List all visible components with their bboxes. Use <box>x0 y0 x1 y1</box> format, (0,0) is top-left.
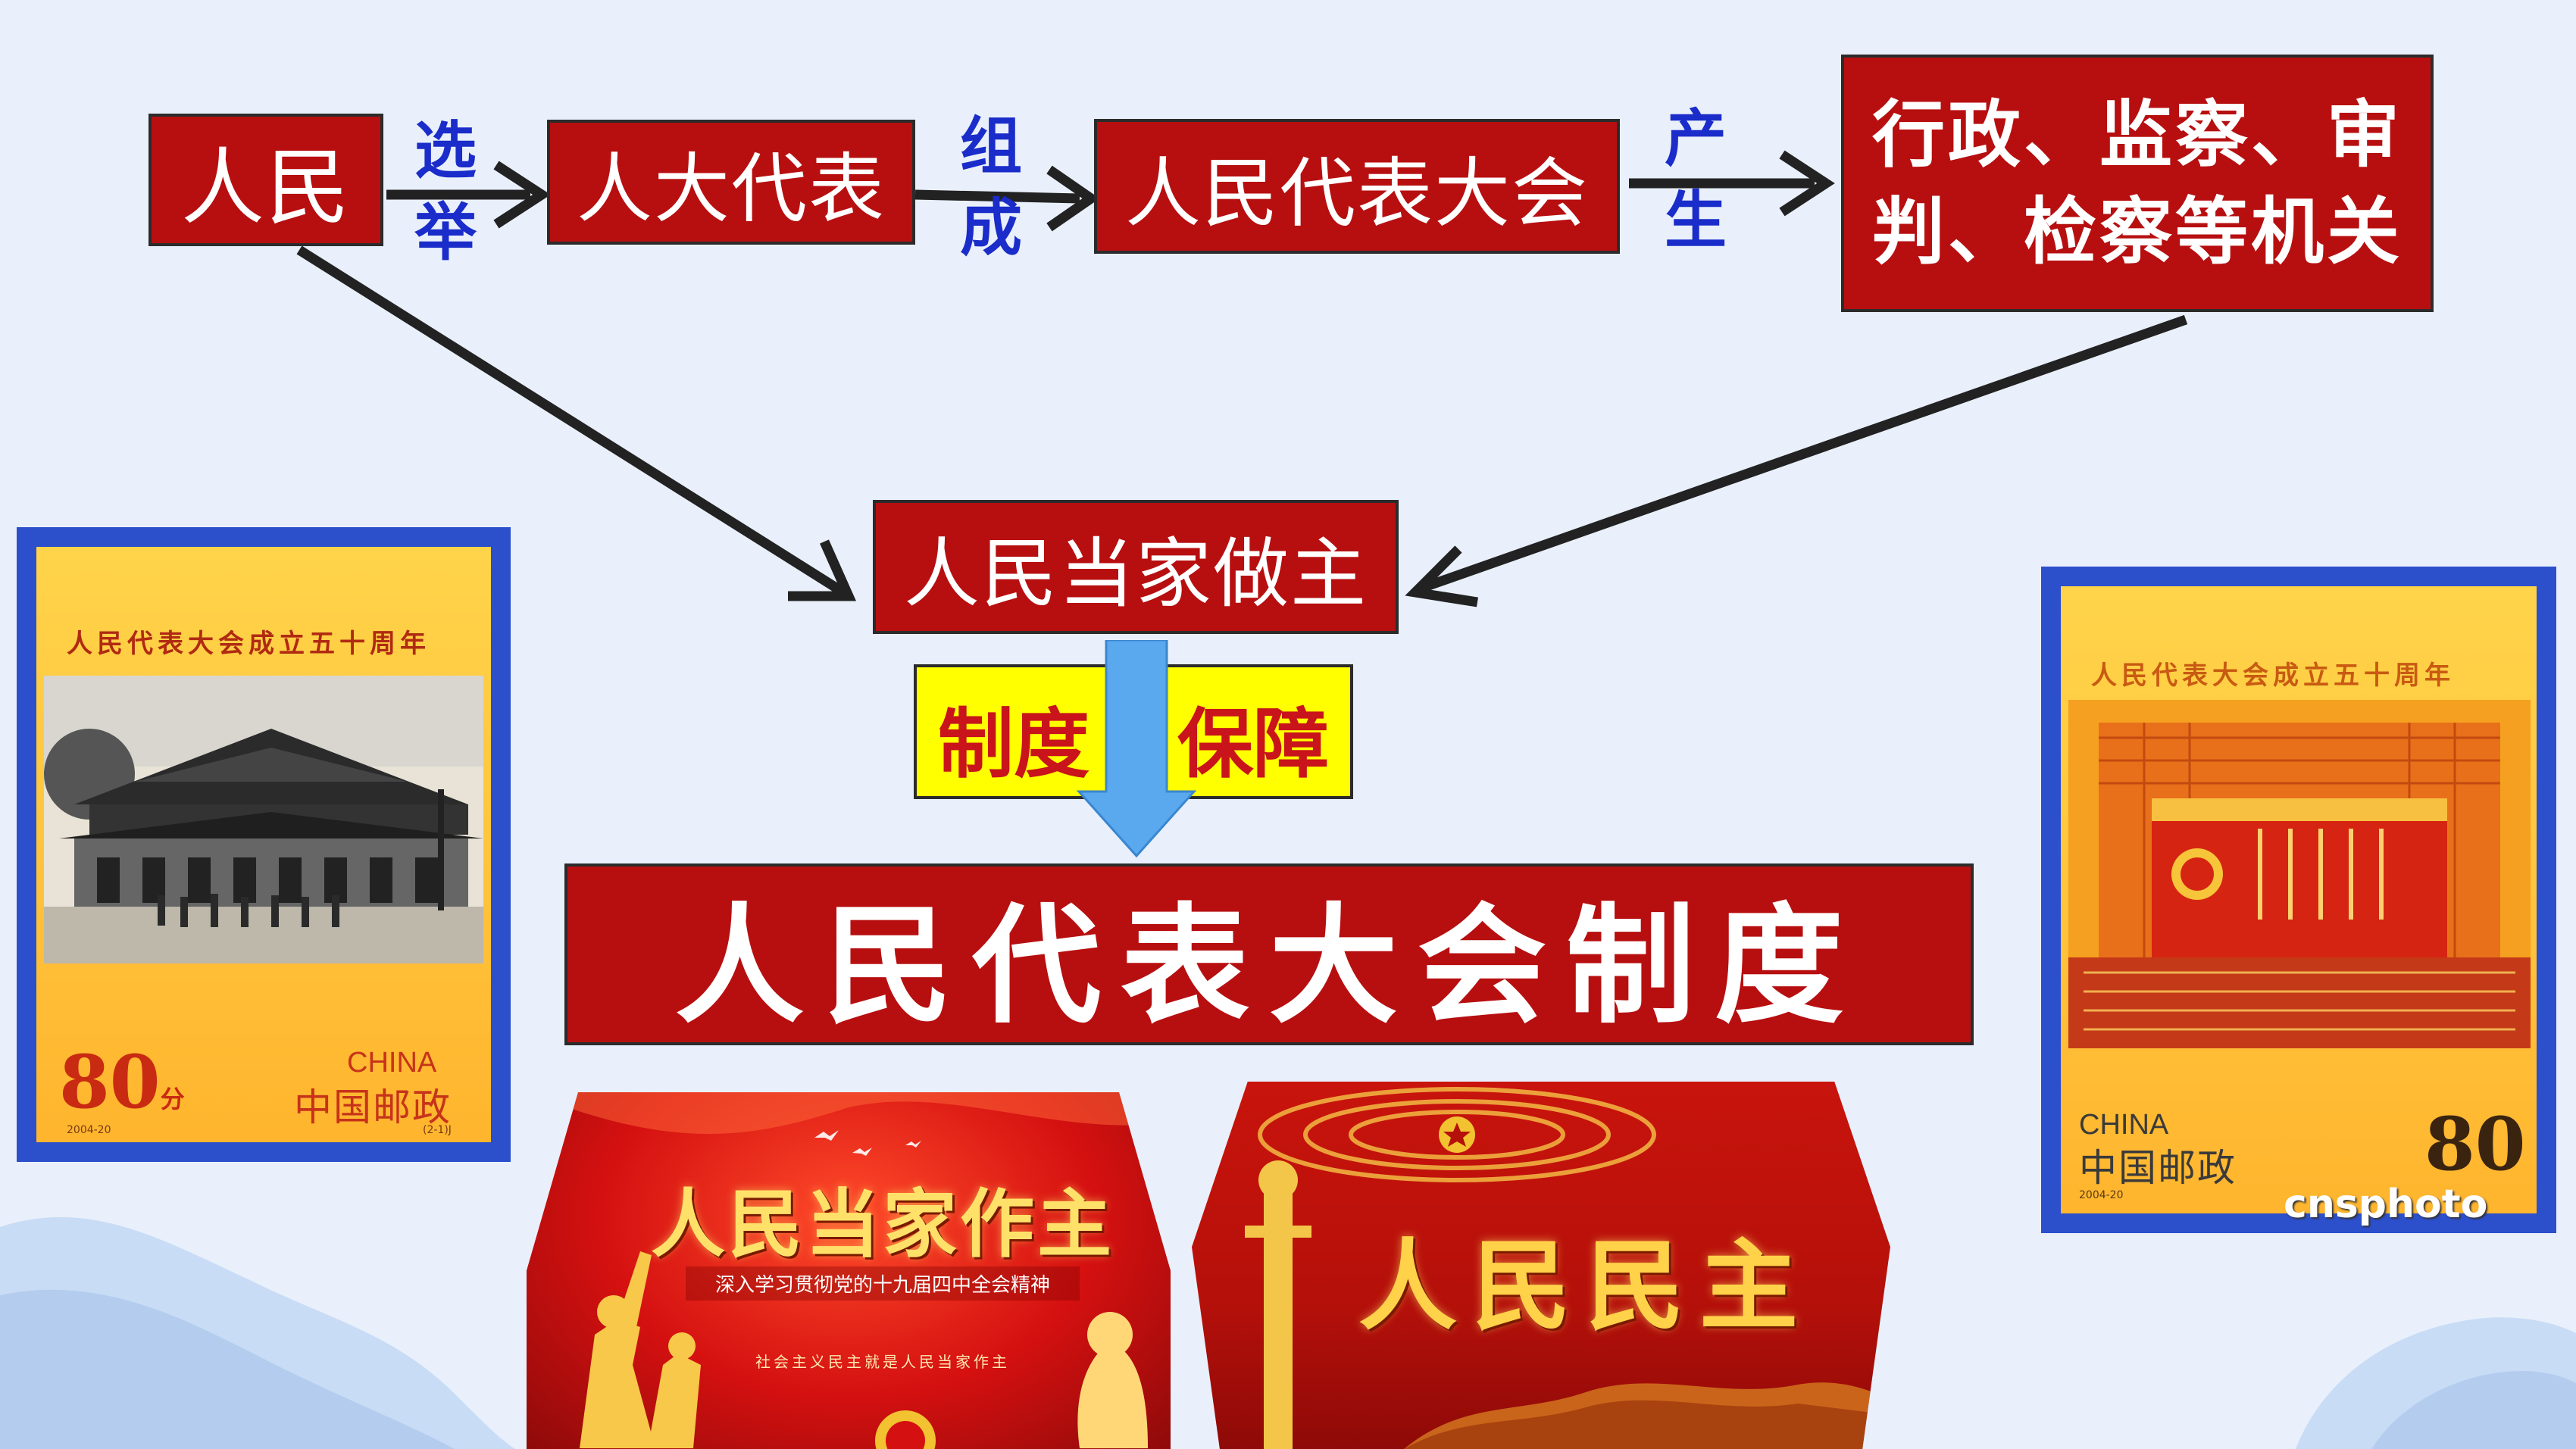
stamp-right-watermark: cnsphoto <box>2284 1182 2488 1227</box>
stamp-left-value: 80分 <box>59 1039 185 1125</box>
box-people-masters: 人民当家做主 <box>873 500 1399 634</box>
label-compose-char2: 成 <box>959 192 1022 264</box>
poster-left-headline: 人民当家作主 <box>650 1181 1114 1268</box>
stamp-right-code: 2004-20 <box>2079 1189 2124 1201</box>
stamp-left-building-photo <box>44 676 483 963</box>
arrow-people-to-deputies <box>386 161 551 229</box>
stamp-left-value-number: 80 <box>59 1039 161 1125</box>
box-organs: 行政、监察、审 判、检察等机关 <box>1841 55 2434 312</box>
stamp-right-post: 中国邮政 <box>2079 1146 2237 1190</box>
arrow-organs-to-masters <box>1405 314 2188 607</box>
wave-decoration-left <box>0 1216 515 1449</box>
label-system-right: 保障 <box>1177 700 1329 789</box>
box-people: 人民 <box>148 114 383 246</box>
poster-left-art <box>527 1092 1171 1449</box>
poster-left-footer: 社会主义民主就是人民当家作主 <box>755 1353 1010 1371</box>
label-produce: 产 生 <box>1658 98 1733 262</box>
stamp-left-post: 中国邮政 <box>294 1085 452 1129</box>
arrow-deputies-to-congress <box>914 165 1100 232</box>
stamp-right-country: CHINA <box>2079 1109 2169 1141</box>
stamp-left-code: 2004-20 <box>67 1124 111 1136</box>
stamp-left-country: CHINA <box>347 1047 437 1079</box>
poster-left-subline: 深入学习贯彻党的十九届四中全会精神 <box>686 1266 1080 1301</box>
stamp-right-face: 人民代表大会成立五十周年 <box>2061 586 2537 1213</box>
label-elect: 选 举 <box>408 111 483 274</box>
stamp-left: 人民代表大会成立五十周年 <box>17 527 511 1162</box>
stamp-right-title: 人民代表大会成立五十周年 <box>2091 660 2455 691</box>
stamp-right-value-number: 80 <box>2424 1101 2526 1187</box>
stamp-right-hall-photo <box>2068 700 2531 1048</box>
stamp-left-title: 人民代表大会成立五十周年 <box>67 629 430 659</box>
stamp-left-value-unit: 分 <box>160 1085 185 1113</box>
poster-people-democracy: 人民民主 <box>1192 1082 1890 1449</box>
arrow-people-to-masters <box>296 245 857 601</box>
label-system-left: 制度 <box>938 700 1089 789</box>
stamp-right-value: 80分 <box>2424 1101 2537 1213</box>
label-produce-char2: 生 <box>1664 185 1727 257</box>
stamp-left-serial: (2-1)J <box>423 1124 452 1136</box>
box-system-name: 人民代表大会制度 <box>564 863 1974 1045</box>
label-elect-char1: 选 <box>414 115 477 187</box>
box-deputies: 人大代表 <box>547 120 915 245</box>
box-organs-line1: 行政、监察、审 <box>1872 92 2402 177</box>
poster-people-masters: 人民当家作主 深入学习贯彻党的十九届四中全会精神 社会主义民主就是人民当家作主 <box>527 1092 1171 1449</box>
label-compose-char1: 组 <box>959 111 1022 183</box>
box-organs-line2: 判、检察等机关 <box>1872 189 2402 274</box>
box-congress: 人民代表大会 <box>1094 119 1620 254</box>
poster-right-art <box>1245 1087 1890 1449</box>
stamp-right: 人民代表大会成立五十周年 <box>2041 567 2556 1233</box>
label-elect-char2: 举 <box>414 197 477 269</box>
down-arrow-icon <box>1076 640 1197 858</box>
stamp-left-face: 人民代表大会成立五十周年 <box>36 547 491 1142</box>
label-compose: 组 成 <box>953 106 1029 270</box>
wave-decoration-right <box>2296 1317 2576 1449</box>
arrow-congress-to-organs <box>1629 150 1835 217</box>
poster-right-headline: 人民民主 <box>1358 1228 1813 1344</box>
label-produce-char1: 产 <box>1664 103 1727 175</box>
